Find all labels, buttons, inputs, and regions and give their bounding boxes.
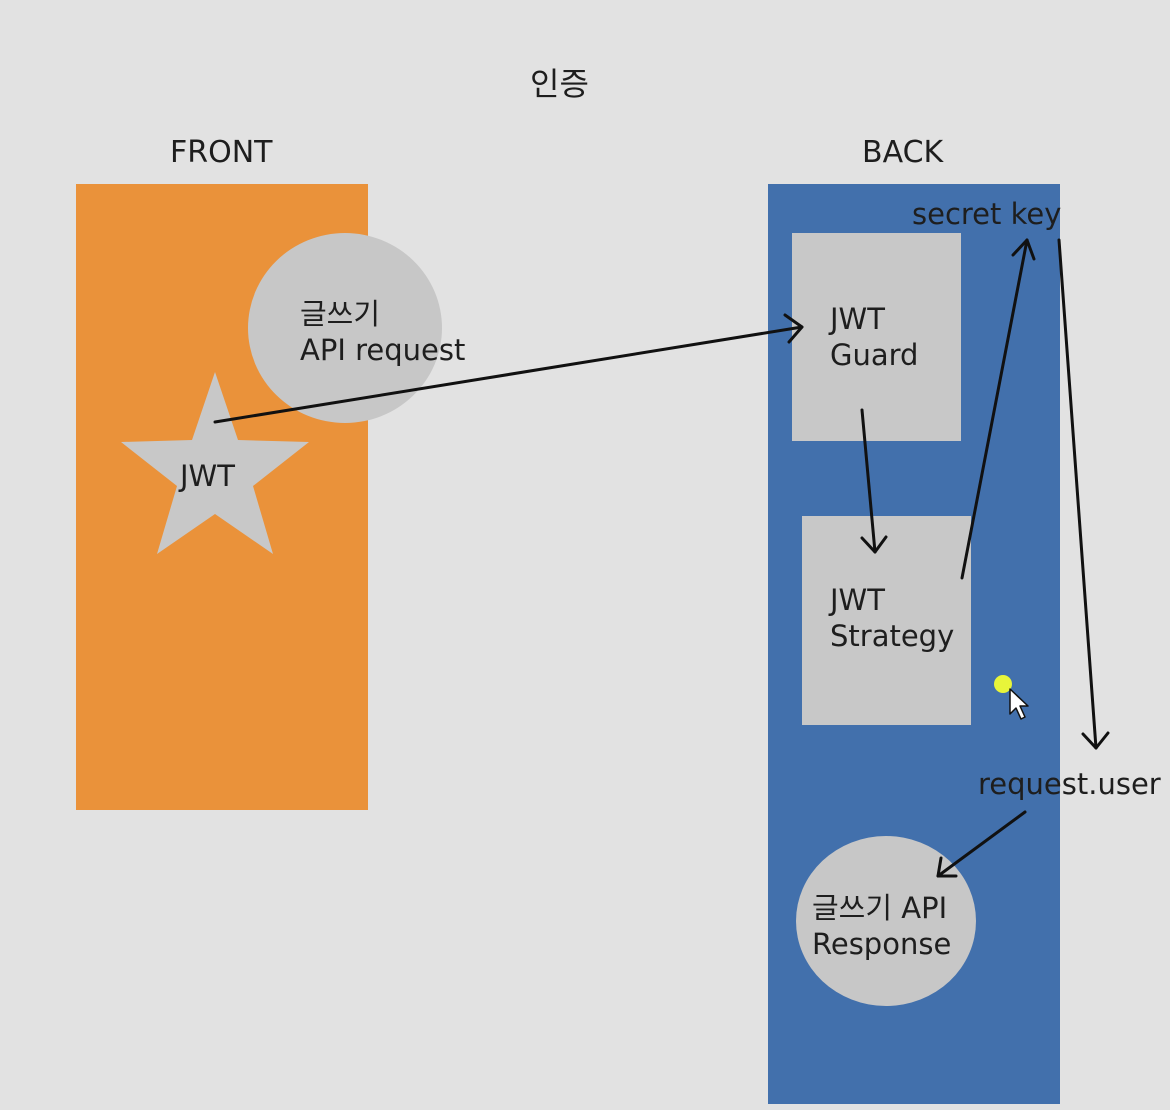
back-title: BACK [862, 135, 944, 170]
arrow-secret-key-to-request-user [1057, 238, 1110, 750]
jwt-guard-label-line2: Guard [830, 338, 919, 373]
jwt-star [121, 372, 309, 554]
request-user-label: request.user [978, 767, 1161, 801]
diagram-title: 인증 [530, 65, 589, 103]
arrow-guard-to-strategy [860, 408, 888, 554]
jwt-strategy-label-line2: Strategy [830, 619, 955, 654]
front-title: FRONT [170, 135, 273, 170]
api-response-label: 글쓰기 API Response [812, 890, 951, 963]
jwt-strategy-label-line1: JWT [830, 583, 885, 617]
api-request-label-line2: API request [300, 333, 466, 368]
secret-key-label: secret key [912, 197, 1062, 231]
jwt-label: JWT [180, 459, 235, 493]
jwt-strategy-label: JWT Strategy [830, 582, 954, 655]
api-response-node [796, 836, 976, 1006]
jwt-guard-node [792, 233, 961, 441]
arrow-jwt-to-guard [213, 313, 804, 424]
arrow-request-user-to-response [936, 810, 1027, 878]
jwt-strategy-node [802, 516, 971, 725]
api-request-label-line1: 글쓰기 [300, 297, 381, 331]
cursor-highlight [994, 675, 1012, 693]
api-response-label-line2: Response [812, 927, 952, 962]
jwt-guard-label-line1: JWT [830, 302, 885, 336]
arrow-strategy-to-secret-key [960, 238, 1036, 580]
api-response-label-line1: 글쓰기 API [812, 891, 948, 925]
jwt-guard-label: JWT Guard [830, 301, 918, 374]
mouse-pointer-icon [1009, 688, 1029, 720]
api-request-label: 글쓰기 API request [300, 296, 465, 369]
